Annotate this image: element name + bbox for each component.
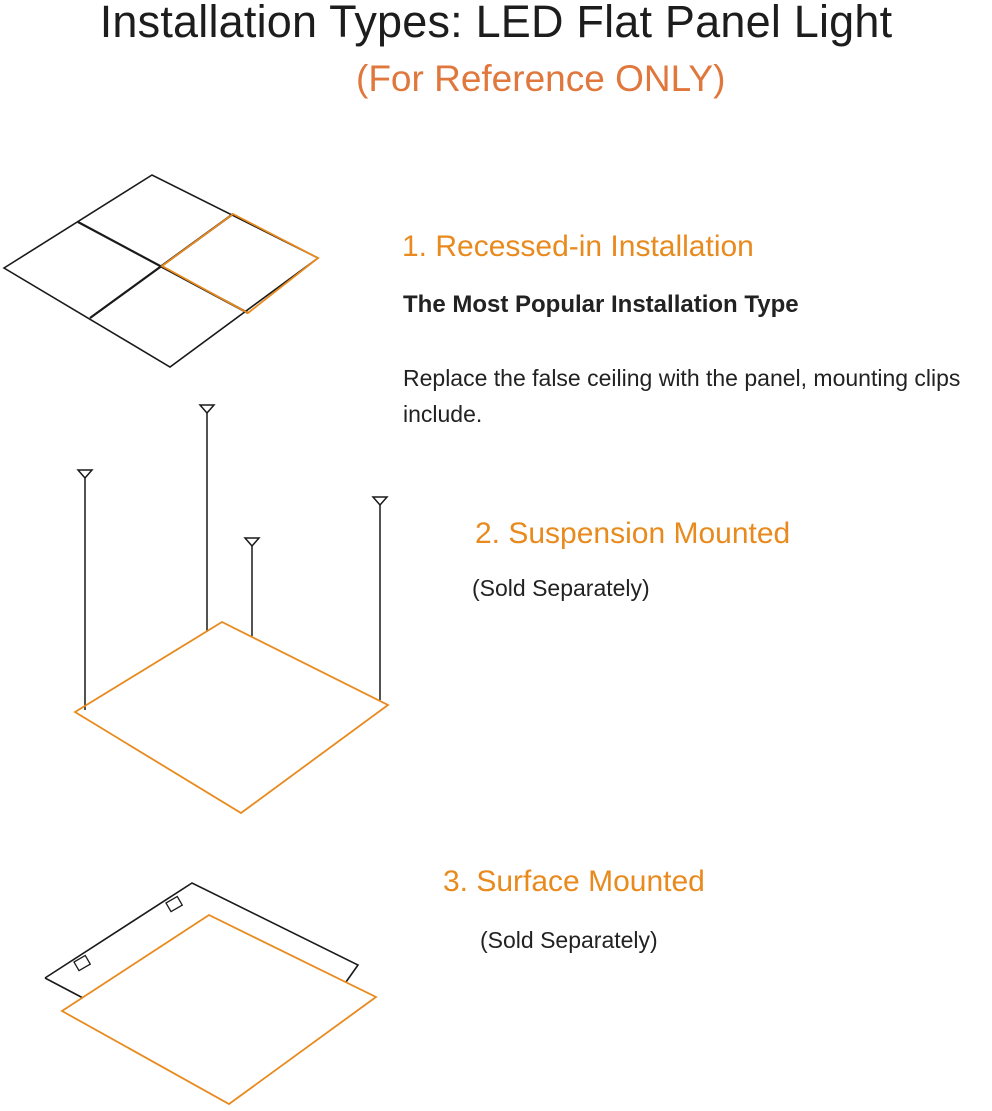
recessed-description: Replace the false ceiling with the panel… bbox=[403, 365, 961, 427]
reference-subtitle: (For Reference ONLY) bbox=[356, 58, 726, 99]
surface-frame-panel-icon bbox=[44, 882, 378, 1106]
surface-heading: 3. Surface Mounted bbox=[443, 865, 705, 898]
page-title: Installation Types: LED Flat Panel Light bbox=[99, 0, 893, 47]
suspended-panel-icon bbox=[73, 404, 390, 815]
recessed-heading: 1. Recessed-in Installation bbox=[402, 230, 754, 263]
surface-note: (Sold Separately) bbox=[480, 927, 658, 953]
suspension-heading: 2. Suspension Mounted bbox=[475, 517, 791, 550]
recessed-ceiling-grid-icon bbox=[2, 174, 320, 368]
suspension-note: (Sold Separately) bbox=[472, 575, 650, 601]
recessed-subheading: The Most Popular Installation Type bbox=[403, 291, 799, 318]
